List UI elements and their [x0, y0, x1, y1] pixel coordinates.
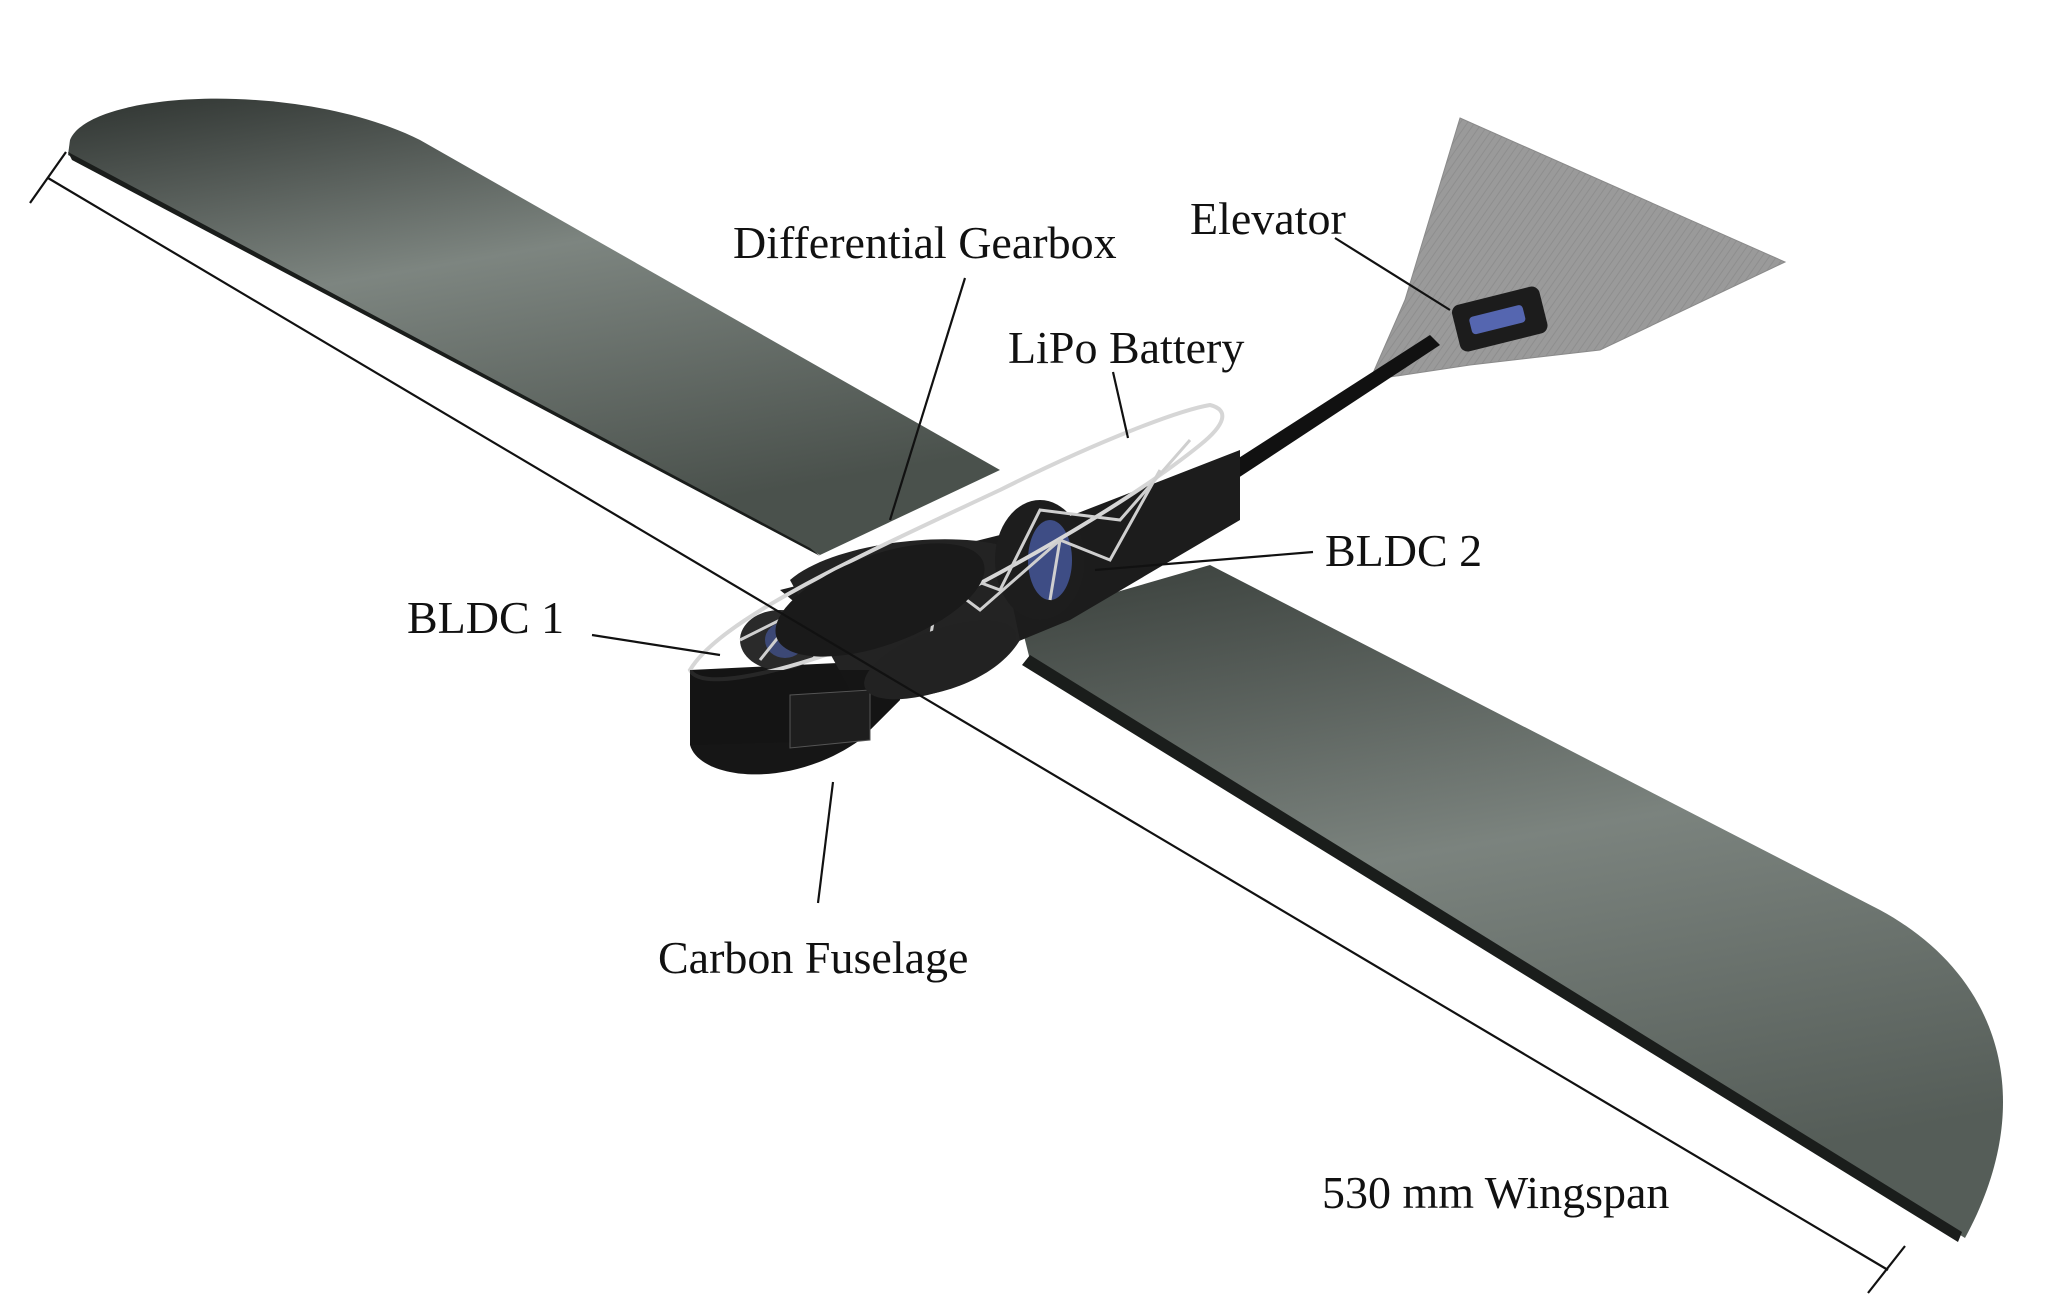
label-carbon-fuselage: Carbon Fuselage	[658, 932, 969, 983]
left-wing	[68, 98, 1000, 556]
leader-bldc-1	[591, 633, 721, 657]
tail-boom	[1220, 335, 1440, 482]
right-wing	[1020, 565, 2003, 1242]
leader-elevator	[1334, 237, 1451, 311]
label-bldc-2: BLDC 2	[1325, 525, 1483, 576]
carbon-fuselage-frame	[687, 402, 1240, 775]
elevator-surface	[1369, 117, 1787, 381]
leader-bldc-2	[1094, 550, 1314, 572]
leader-carbon-fuselage	[816, 781, 835, 904]
label-bldc-1: BLDC 1	[407, 592, 565, 643]
leader-lipo-battery	[1111, 371, 1130, 439]
label-wingspan: 530 mm Wingspan	[1322, 1167, 1670, 1218]
leader-lines	[591, 237, 1451, 904]
label-elevator: Elevator	[1190, 193, 1346, 244]
wingspan-dimension	[29, 151, 1906, 1294]
label-lipo-battery: LiPo Battery	[1008, 322, 1245, 373]
label-differential-gearbox: Differential Gearbox	[733, 217, 1117, 268]
leader-differential-gearbox	[888, 277, 967, 521]
